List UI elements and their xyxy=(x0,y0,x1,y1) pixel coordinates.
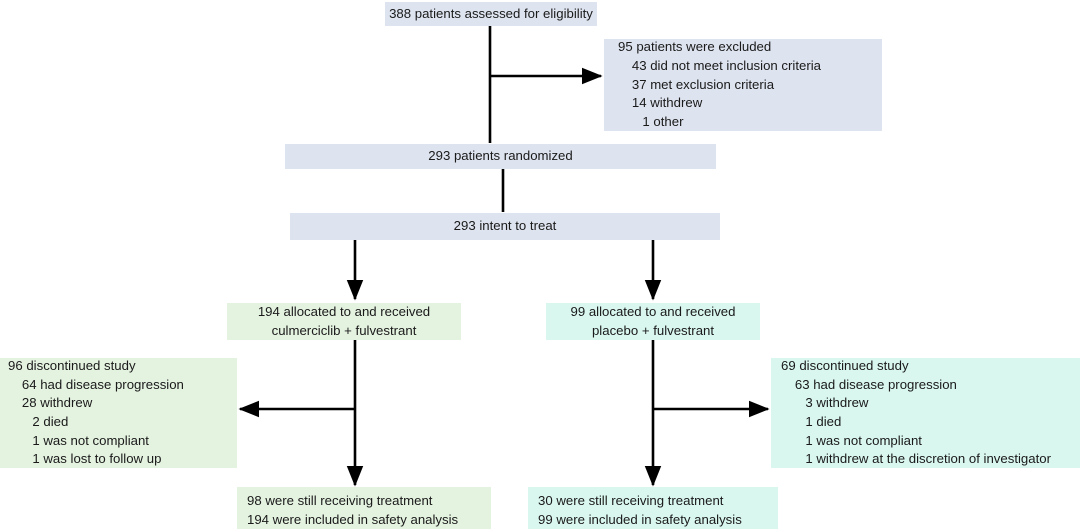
discontinued-left-line-1: 96 discontinued study xyxy=(8,357,136,373)
outcome-left-line-2: 194 were included in safety analysis xyxy=(247,511,459,527)
excluded-line-3: 37 met exclusion criteria xyxy=(631,76,775,92)
excluded-line-2: 43 did not meet inclusion criteria xyxy=(631,57,821,73)
discontinued-right-line-6: 1 withdrew at the discretion of investig… xyxy=(805,451,1051,467)
node-discontinued-right: 69 discontinued study 63 had disease pro… xyxy=(771,358,1080,468)
discontinued-right-line-1: 69 discontinued study xyxy=(781,357,909,373)
node-outcome-right: 30 were still receiving treatment 99 wer… xyxy=(528,487,778,529)
itt-line-1: 293 intent to treat xyxy=(453,218,557,234)
discontinued-right-line-2: 63 had disease progression xyxy=(794,376,957,392)
node-outcome-left: 98 were still receiving treatment 194 we… xyxy=(237,487,491,529)
outcome-right-line-1: 30 were still receiving treatment xyxy=(538,492,724,508)
node-discontinued-left: 96 discontinued study 64 had disease pro… xyxy=(0,358,237,468)
discontinued-left-line-2: 64 had disease progression xyxy=(21,376,184,392)
allocation-left-line-1: 194 allocated to and received xyxy=(257,303,431,319)
allocation-right-line-1: 99 allocated to and received xyxy=(570,303,736,319)
discontinued-left-line-4: 2 died xyxy=(32,414,69,429)
discontinued-right-line-5: 1 was not compliant xyxy=(805,432,922,448)
allocation-right-line-2: placebo + fulvestrant xyxy=(591,322,715,338)
allocation-left-line-2: culmerciclib + fulvestrant xyxy=(271,322,417,338)
node-allocation-left: 194 allocated to and received culmercicl… xyxy=(227,303,461,340)
discontinued-left-line-5: 1 was not compliant xyxy=(32,432,149,448)
excluded-line-4: 14 withdrew xyxy=(631,95,703,111)
discontinued-left-line-6: 1 was lost to follow up xyxy=(32,451,162,467)
discontinued-left-line-3: 28 withdrew xyxy=(21,395,93,411)
node-intent-to-treat: 293 intent to treat xyxy=(290,213,720,240)
excluded-line-5: 1 other xyxy=(642,114,684,130)
node-randomized: 293 patients randomized xyxy=(285,144,716,169)
excluded-line-1: 95 patients were excluded xyxy=(618,39,772,55)
eligibility-line-1: 388 patients assessed for eligibility xyxy=(389,5,593,21)
node-excluded: 95 patients were excluded 43 did not mee… xyxy=(604,39,882,131)
randomized-line-1: 293 patients randomized xyxy=(428,148,573,164)
outcome-right-line-2: 99 were included in safety analysis xyxy=(538,511,742,527)
discontinued-right-line-4: 1 died xyxy=(805,414,842,429)
discontinued-right-line-3: 3 withdrew xyxy=(805,395,869,411)
node-allocation-right: 99 allocated to and received placebo + f… xyxy=(546,303,760,340)
outcome-left-line-1: 98 were still receiving treatment xyxy=(247,492,433,508)
node-eligibility: 388 patients assessed for eligibility xyxy=(385,2,597,26)
